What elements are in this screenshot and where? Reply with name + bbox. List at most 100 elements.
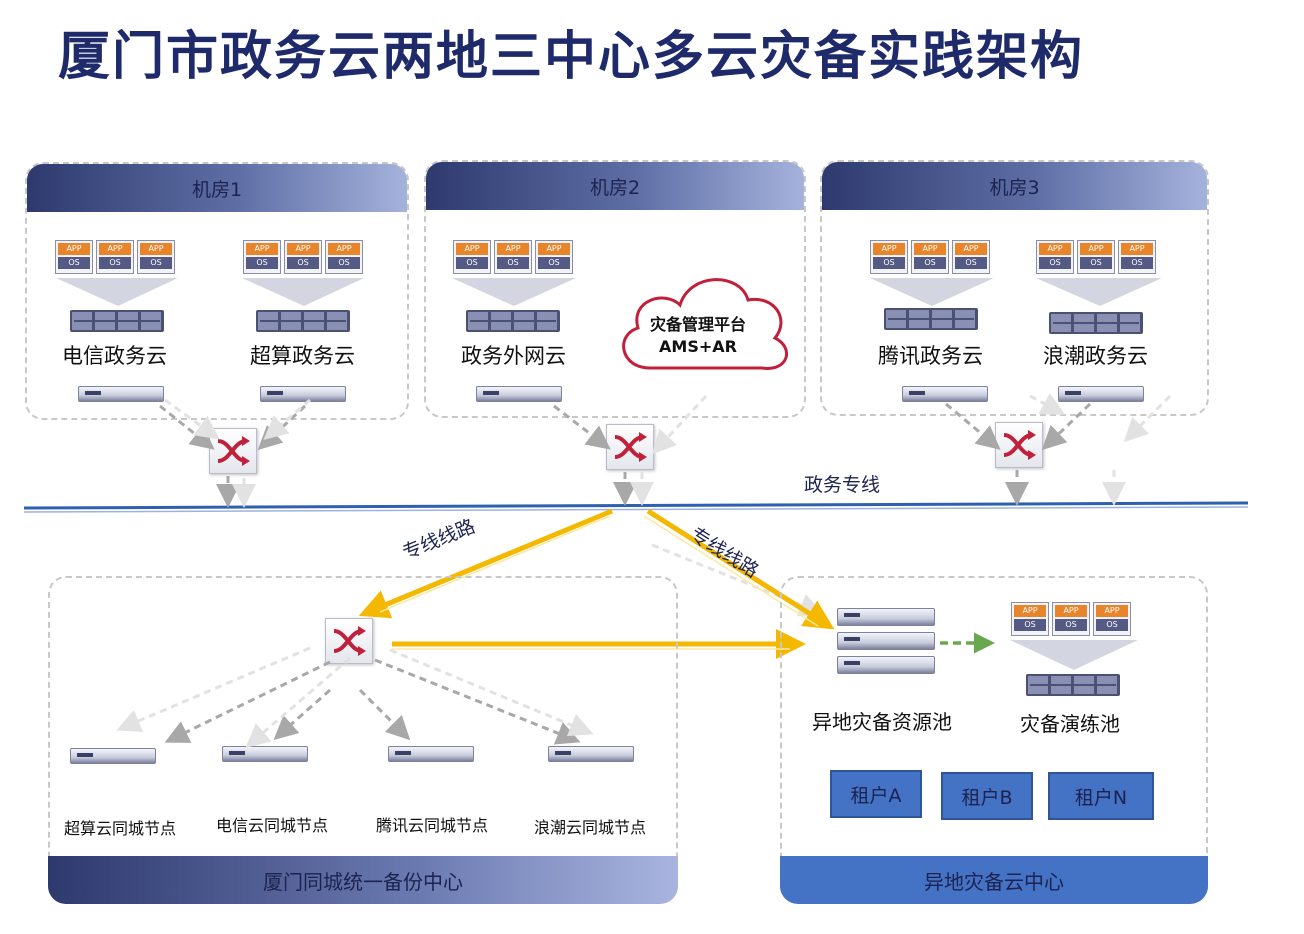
vm-os-label: OS bbox=[1096, 619, 1128, 631]
drill-pool-label: 灾备演练池 bbox=[1020, 712, 1120, 736]
local-backup-center-bar: 厦门同城统一备份中心 bbox=[48, 856, 678, 904]
room-1-header: 机房1 bbox=[27, 164, 407, 212]
cloud-label-inspur: 浪潮政务云 bbox=[1043, 344, 1148, 368]
vm-os-label: OS bbox=[1121, 257, 1153, 269]
city-node-label: 超算云同城节点 bbox=[64, 819, 177, 838]
vm-app-label: APP bbox=[1096, 605, 1128, 617]
vm-app-label: APP bbox=[1080, 243, 1112, 255]
server-rack bbox=[256, 310, 350, 332]
tenant-n-button[interactable]: 租户N bbox=[1048, 772, 1154, 820]
backup-appliance bbox=[476, 386, 562, 402]
vm-app-label: APP bbox=[538, 243, 570, 255]
remote-pool-label: 异地灾备资源池 bbox=[812, 710, 952, 734]
vm-os-label: OS bbox=[1055, 619, 1087, 631]
vm-app-label: APP bbox=[1039, 243, 1071, 255]
city-node-label: 电信云同城节点 bbox=[216, 816, 329, 835]
vm-os-label: OS bbox=[456, 257, 488, 269]
backup-appliance bbox=[902, 386, 988, 402]
vm-app-label: APP bbox=[1121, 243, 1153, 255]
server-rack bbox=[466, 310, 560, 332]
vm-os-label: OS bbox=[246, 257, 278, 269]
backup-appliance bbox=[78, 386, 164, 402]
vm-os-label: OS bbox=[1080, 257, 1112, 269]
cloud-label-telecom: 电信政务云 bbox=[62, 344, 167, 368]
tenant-b-button[interactable]: 租户B bbox=[941, 772, 1033, 820]
vm-instance-icon: APP OS bbox=[535, 240, 573, 274]
network-switch-icon bbox=[995, 422, 1043, 468]
vm-instance-icon: APP OS bbox=[1093, 602, 1131, 636]
backup-appliance bbox=[260, 386, 346, 402]
remote-pool-server bbox=[837, 632, 935, 650]
vm-os-label: OS bbox=[58, 257, 90, 269]
tenant-a-button[interactable]: 租户A bbox=[830, 770, 922, 818]
vm-app-label: APP bbox=[497, 243, 529, 255]
remote-pool-server bbox=[837, 608, 935, 626]
vm-app-label: APP bbox=[1014, 605, 1046, 617]
vm-app-label: APP bbox=[914, 243, 946, 255]
network-switch-icon bbox=[325, 618, 373, 664]
ams-cloud-icon bbox=[622, 278, 788, 370]
vm-app-label: APP bbox=[58, 243, 90, 255]
room-2-label: 机房2 bbox=[589, 176, 641, 199]
vm-instance-icon: APP OS bbox=[1118, 240, 1156, 274]
server-rack bbox=[1026, 674, 1120, 696]
vm-os-label: OS bbox=[328, 257, 360, 269]
vm-app-label: APP bbox=[246, 243, 278, 255]
room-3-panel: 机房3 bbox=[820, 160, 1209, 416]
city-node-label: 浪潮云同城节点 bbox=[534, 818, 647, 837]
vm-app-label: APP bbox=[873, 243, 905, 255]
ams-cloud-text: 灾备管理平台 AMS+AR bbox=[628, 314, 768, 358]
vm-os-label: OS bbox=[538, 257, 570, 269]
local-backup-center-label: 厦门同城统一备份中心 bbox=[263, 869, 463, 894]
remote-dr-center-bar: 异地灾备云中心 bbox=[780, 856, 1208, 904]
local-backup-center-panel: 厦门同城统一备份中心 bbox=[48, 576, 678, 904]
vm-app-label: APP bbox=[99, 243, 131, 255]
room-2-panel: 机房2 bbox=[424, 160, 806, 418]
room-1-label: 机房1 bbox=[191, 178, 243, 201]
remote-dr-center-panel: 异地灾备云中心 bbox=[780, 576, 1208, 904]
switch-arrows-icon bbox=[1003, 430, 1036, 460]
vm-app-label: APP bbox=[287, 243, 319, 255]
city-node-appliance bbox=[70, 748, 156, 764]
remote-pool-server bbox=[837, 656, 935, 674]
vm-instance-icon: APP OS bbox=[325, 240, 363, 274]
vm-os-label: OS bbox=[914, 257, 946, 269]
switch-arrows-icon bbox=[333, 626, 366, 656]
cloud-label-tencent: 腾讯政务云 bbox=[878, 344, 983, 368]
vm-instance-icon: APP OS bbox=[243, 240, 281, 274]
room-3-label: 机房3 bbox=[989, 176, 1040, 199]
vm-app-label: APP bbox=[140, 243, 172, 255]
vm-os-label: OS bbox=[1014, 619, 1046, 631]
vm-os-label: OS bbox=[497, 257, 529, 269]
network-switch-icon bbox=[606, 424, 654, 470]
vm-app-label: APP bbox=[955, 243, 987, 255]
city-node-appliance bbox=[548, 746, 634, 762]
city-node-appliance bbox=[388, 746, 474, 762]
vm-app-label: APP bbox=[328, 243, 360, 255]
switch-arrows-icon bbox=[217, 436, 250, 466]
backbone-label: 政务专线 bbox=[804, 474, 881, 496]
vm-instance-icon: APP OS bbox=[96, 240, 134, 274]
server-rack bbox=[70, 310, 164, 332]
vm-instance-icon: APP OS bbox=[1011, 602, 1049, 636]
vm-instance-icon: APP OS bbox=[55, 240, 93, 274]
ams-title: 灾备管理平台 bbox=[649, 315, 746, 334]
vm-instance-icon: APP OS bbox=[911, 240, 949, 274]
vm-os-label: OS bbox=[99, 257, 131, 269]
room-3-header: 机房3 bbox=[822, 162, 1207, 210]
page-title: 厦门市政务云两地三中心多云灾备实践架构 bbox=[58, 27, 1085, 87]
cloud-label-supercomputing: 超算政务云 bbox=[250, 344, 355, 368]
